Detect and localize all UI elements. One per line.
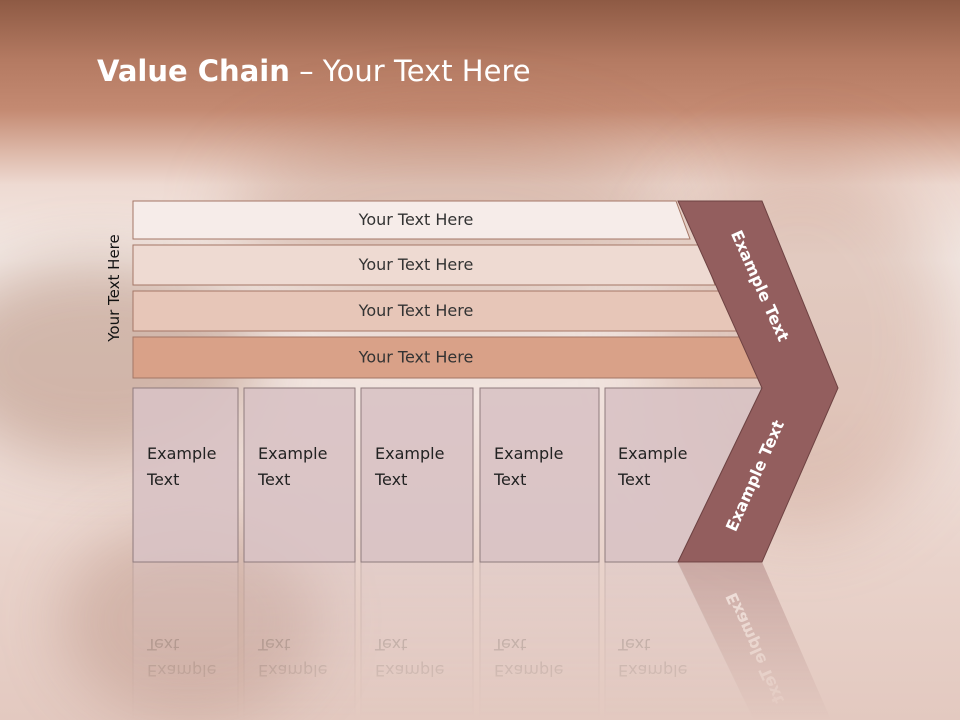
slide-title: Value Chain – Your Text Here [97, 54, 531, 88]
title-bold-part: Value Chain [97, 54, 290, 88]
arrow-reflection [678, 562, 832, 720]
box-reflection-label: Text [493, 635, 526, 654]
box-reflection-label: Example [375, 661, 444, 680]
box-reflection-label: Text [146, 635, 179, 654]
chain-bar-label: Your Text Here [358, 255, 474, 274]
box-label-line2: Text [617, 470, 650, 489]
chain-box [132, 387, 239, 563]
box-label-line1: Example [618, 444, 687, 463]
box-label-line1: Example [258, 444, 327, 463]
chain-bar-label: Your Text Here [358, 301, 474, 320]
box-label-line2: Text [146, 470, 179, 489]
box-reflection-label: Text [617, 635, 650, 654]
chain-bar [132, 244, 716, 286]
box-reflection [132, 561, 239, 720]
box-reflection [360, 561, 474, 720]
chain-bar-label: Your Text Here [358, 348, 474, 367]
box-label-line1: Example [494, 444, 563, 463]
box-label-line2: Text [374, 470, 407, 489]
box-reflection [243, 561, 356, 720]
chain-bar-label: Your Text Here [358, 210, 474, 229]
box-label-line1: Example [147, 444, 216, 463]
box-label-line2: Text [257, 470, 290, 489]
box-reflection-label: Text [257, 635, 290, 654]
box-label-line1: Example [375, 444, 444, 463]
chain-box [243, 387, 356, 563]
box-reflection-label: Example [147, 661, 216, 680]
box-label-line2: Text [493, 470, 526, 489]
box-reflection-label: Example [494, 661, 563, 680]
box-reflection-label: Example [618, 661, 687, 680]
chain-box [360, 387, 474, 563]
chain-box [479, 387, 600, 563]
box-reflection-label: Example [258, 661, 327, 680]
title-rest-part: – Your Text Here [289, 54, 531, 88]
chain-bar [132, 200, 691, 240]
box-reflection [479, 561, 600, 720]
box-reflection-label: Text [374, 635, 407, 654]
